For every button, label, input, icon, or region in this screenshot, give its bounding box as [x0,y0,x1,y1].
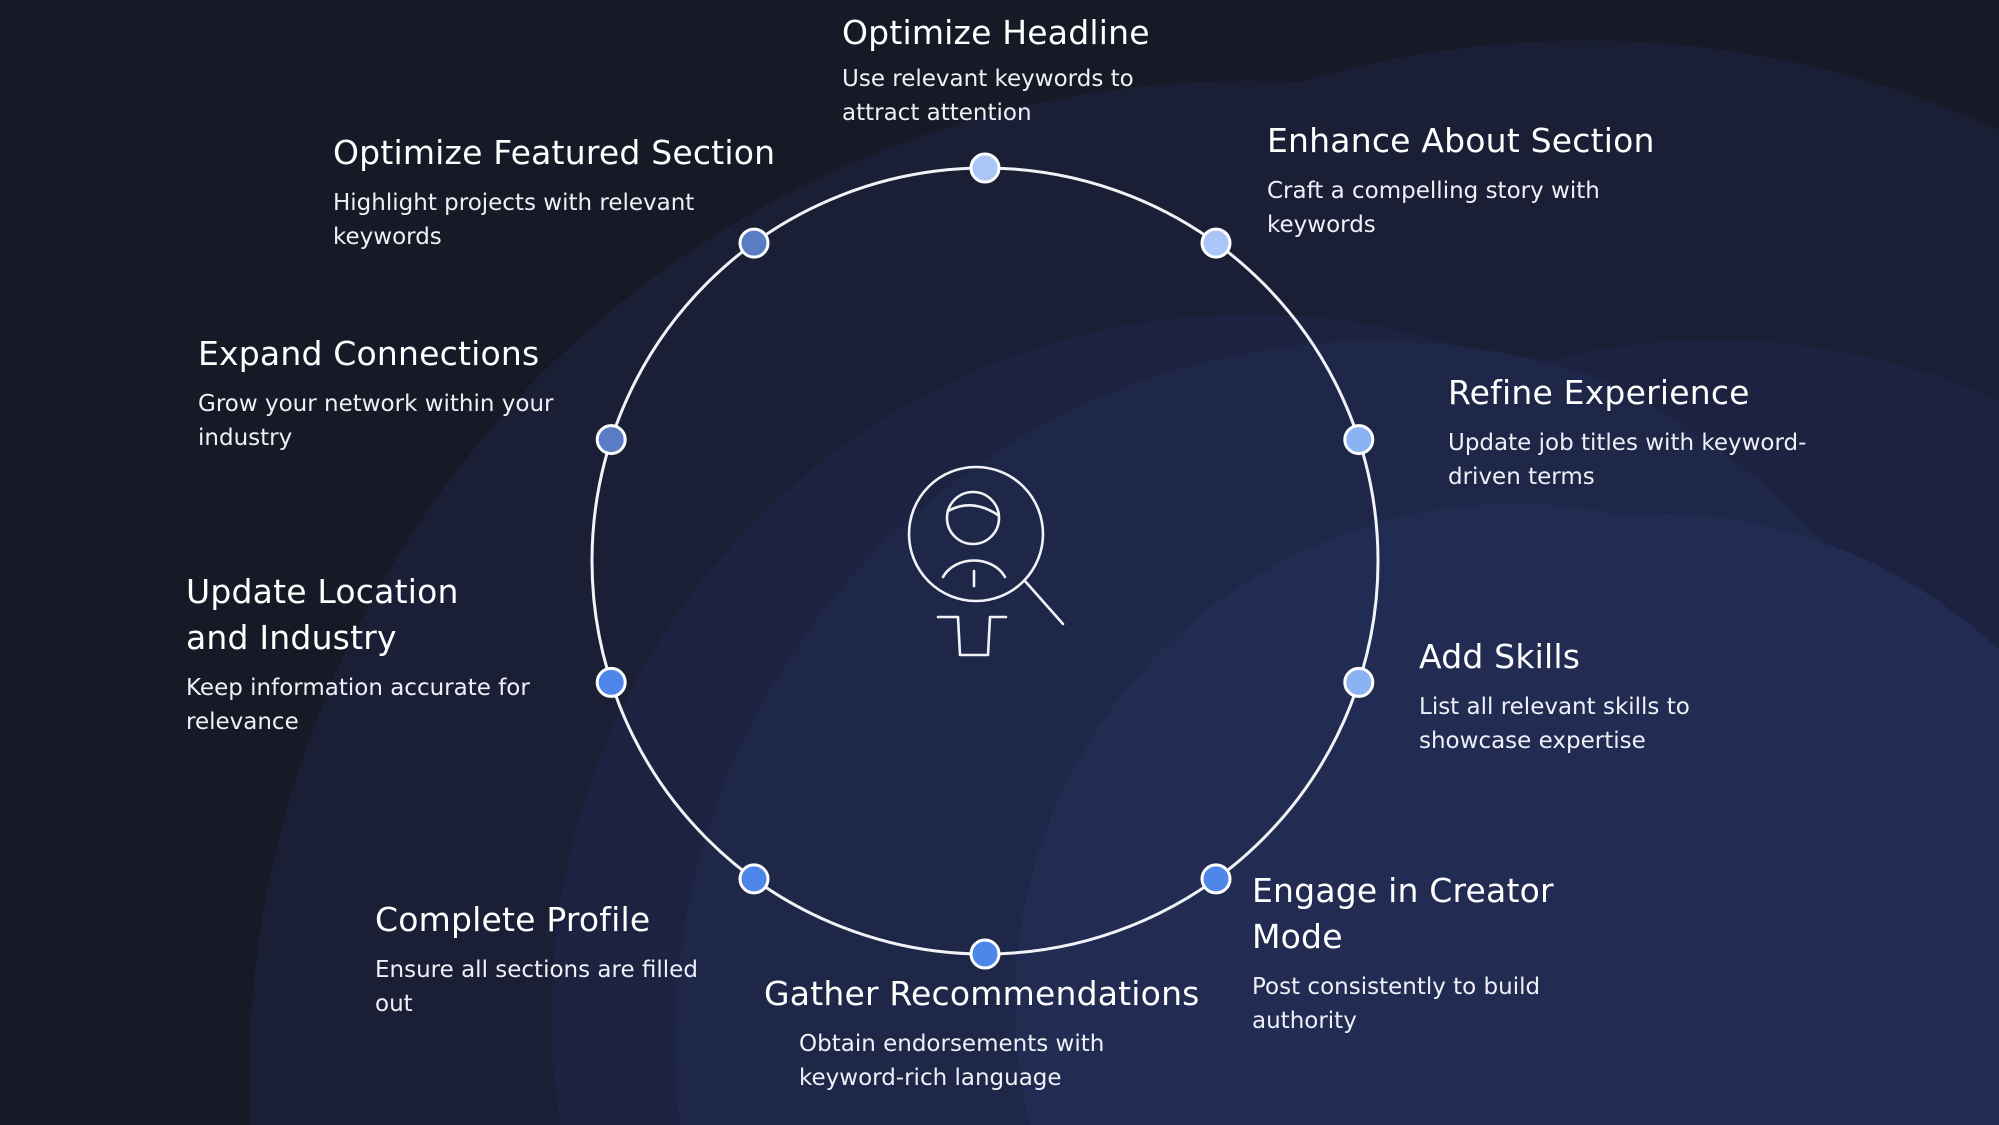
step-nodes [595,152,1375,970]
step-description: Obtain endorsements with keyword-rich la… [799,1031,1105,1091]
step-description: Update job titles with keyword-driven te… [1448,430,1807,490]
background-arc-4 [1015,503,1999,1125]
step-node-gather-recommendations [969,938,1001,970]
step-title: Complete Profile [375,900,651,939]
step-title: Expand Connections [198,334,540,373]
step-complete-profile: Complete Profile Ensure all sections are… [375,897,735,1021]
step-node-optimize-featured [738,227,770,259]
step-optimize-headline: Optimize Headline Use relevant keywords … [842,10,1182,130]
step-description: Ensure all sections are filled out [375,957,698,1017]
step-update-location-and-industry: Update Location and Industry Keep inform… [186,569,546,739]
step-description: Craft a compelling story with keywords [1267,178,1600,238]
step-description: Keep information accurate for relevance [186,675,530,735]
step-node-optimize-headline [969,152,1001,184]
step-title: Gather Recommendations [764,974,1200,1013]
center-person-search-icon [907,465,1065,657]
step-gather-recommendations: Gather Recommendations Obtain endorsemen… [764,971,1224,1095]
step-node-add-skills [1343,666,1375,698]
step-title: Optimize Headline [842,13,1150,52]
step-node-creator-mode [1200,863,1232,895]
step-description: Grow your network within your industry [198,391,554,451]
step-description: List all relevant skills to showcase exp… [1419,694,1690,754]
step-title: Add Skills [1419,637,1581,676]
step-node-expand-connections [595,424,627,456]
step-title: Optimize Featured Section [333,133,776,172]
step-title: Refine Experience [1448,373,1750,412]
step-title: Engage in Creator Mode [1252,871,1554,956]
step-add-skills: Add Skills List all relevant skills to s… [1419,634,1759,758]
step-description: Post consistently to build authority [1252,974,1541,1034]
step-node-update-location [595,666,627,698]
step-refine-experience: Refine Experience Update job titles with… [1448,370,1838,494]
step-node-refine-experience [1343,424,1375,456]
step-engage-in-creator-mode: Engage in Creator Mode Post consistently… [1252,868,1582,1038]
step-description: Highlight projects with relevant keyword… [333,190,695,250]
step-description: Use relevant keywords to attract attenti… [842,66,1134,126]
step-node-complete-profile [738,863,770,895]
step-optimize-featured-section: Optimize Featured Section Highlight proj… [333,130,783,254]
step-title: Update Location and Industry [186,572,459,657]
step-expand-connections: Expand Connections Grow your network wit… [198,331,588,455]
step-node-enhance-about [1200,227,1232,259]
step-enhance-about-section: Enhance About Section Craft a compelling… [1267,118,1667,242]
step-title: Enhance About Section [1267,121,1655,160]
